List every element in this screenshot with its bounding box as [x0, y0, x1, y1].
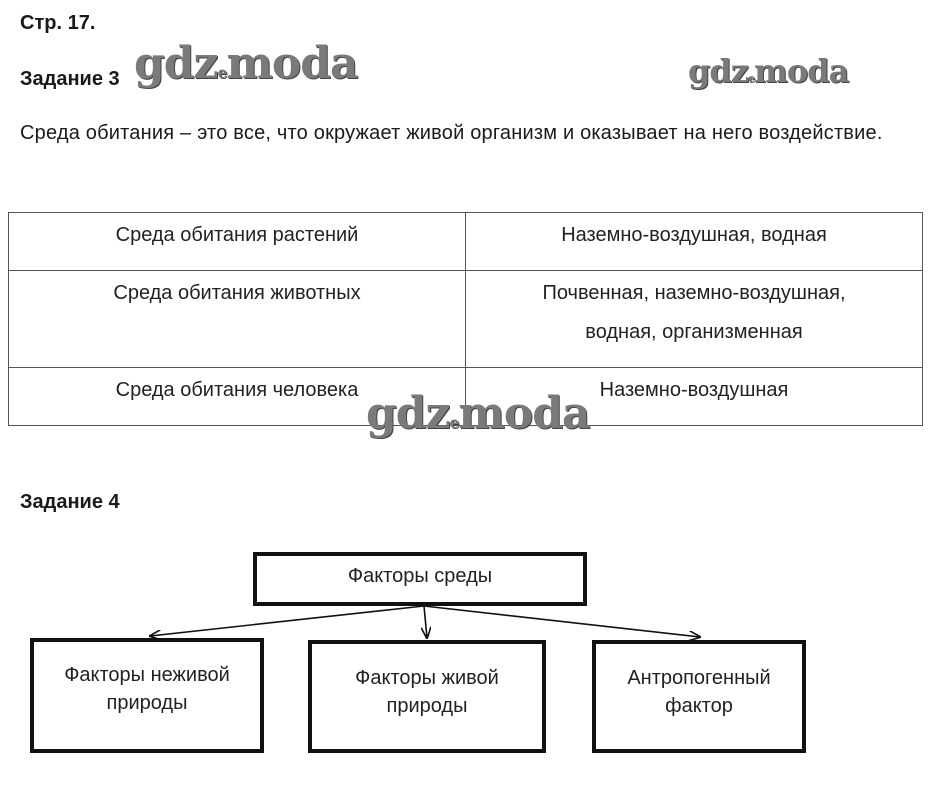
diagram-biotic-box: Факторы живой природы [308, 640, 546, 753]
arrow-to-biotic [424, 605, 427, 638]
table-row: Среда обитания растений Наземно-воздушна… [8, 212, 923, 271]
habitat-table: Среда обитания растений Наземно-воздушна… [8, 212, 923, 426]
diagram-abiotic-box: Факторы неживой природы [30, 638, 264, 753]
table-row: Среда обитания животных Почвенная, назем… [8, 270, 923, 368]
watermark-logo: gdzemoda [688, 52, 849, 90]
table-cell-subject: Среда обитания животных [8, 270, 466, 368]
table-cell-environments: Наземно-воздушная, водная [465, 212, 923, 271]
task-4-title: Задание 4 [20, 491, 120, 513]
diagram-root-box: Факторы среды [253, 552, 587, 606]
task-3-title: Задание 3 [20, 68, 120, 90]
watermark-logo: gdzemoda [366, 388, 591, 439]
watermark-logo: gdzemoda [134, 38, 359, 89]
arrow-to-abiotic [150, 605, 425, 636]
page-number-heading: Стр. 17. [20, 12, 96, 34]
arrow-to-anthropogenic [423, 605, 700, 637]
table-row: Среда обитания человека Наземно-воздушна… [8, 367, 923, 426]
habitat-definition: Среда обитания – это все, что окружает ж… [20, 122, 883, 144]
table-cell-subject: Среда обитания растений [8, 212, 466, 271]
table-cell-environments: Почвенная, наземно-воздушная, водная, ор… [465, 270, 923, 368]
diagram-anthropogenic-box: Антропогенный фактор [592, 640, 806, 753]
table-cell-subject: Среда обитания человека [8, 367, 466, 426]
table-cell-environments: Наземно-воздушная [465, 367, 923, 426]
